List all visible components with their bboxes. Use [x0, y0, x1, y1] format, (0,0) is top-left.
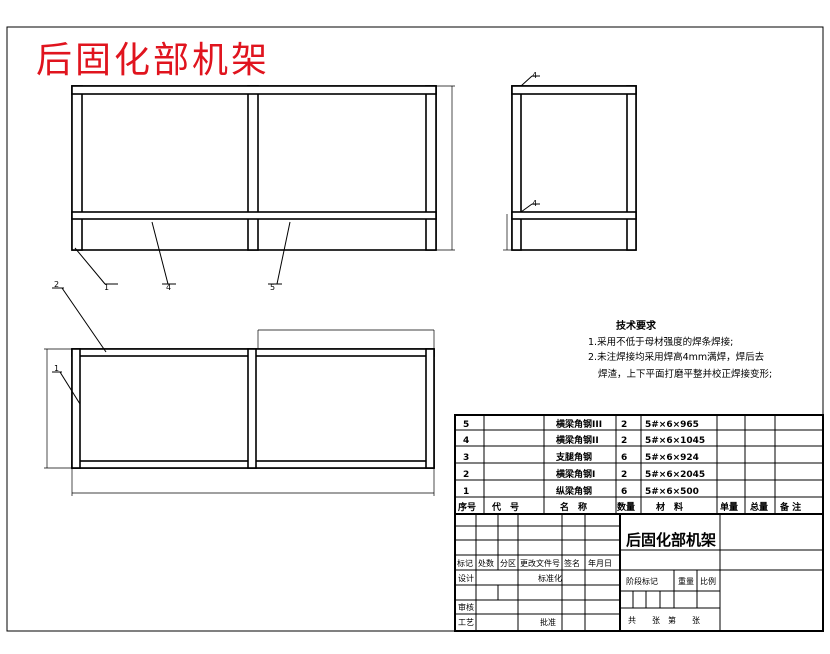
svg-text:6: 6: [621, 453, 627, 463]
svg-text:备 注: 备 注: [779, 501, 801, 513]
weld-symbol-top: 4: [532, 71, 537, 80]
drawing-title: 后固化部机架: [36, 40, 270, 81]
front-lower-beam: [71, 211, 437, 220]
top-side-right: [425, 348, 435, 469]
parts-header: 序号 代 号 名 称 数量 材 料 单量 总量 备 注: [458, 501, 801, 513]
leader-label-5: 5: [270, 283, 275, 292]
parts-row: 2 横梁角钢I 2 5#×6×2045: [463, 468, 705, 480]
svg-text:签名: 签名: [564, 558, 580, 568]
side-frame-outline: [511, 85, 637, 251]
svg-text:5#×6×924: 5#×6×924: [645, 453, 699, 463]
svg-text:横梁角钢II: 横梁角钢II: [556, 434, 599, 446]
svg-text:5#×6×2045: 5#×6×2045: [645, 470, 705, 480]
svg-text:序号: 序号: [458, 501, 476, 513]
front-view: 1 4 5: [71, 85, 455, 292]
leader-5: [276, 221, 291, 285]
svg-text:名 称: 名 称: [560, 501, 587, 513]
parts-row: 5 横梁角钢III 2 5#×6×965: [463, 418, 699, 430]
leader-1b: [59, 371, 81, 405]
leader-2: [61, 287, 107, 353]
parts-list: 5 横梁角钢III 2 5#×6×965 4 横梁角钢II 2 5#×6×104…: [454, 414, 824, 515]
svg-text:单量: 单量: [720, 501, 738, 513]
front-leg-middle: [247, 85, 259, 251]
scale-label: 比例: [700, 576, 716, 586]
leader-label-1: 1: [104, 283, 109, 292]
note-line-1: 1.采用不低于母材强度的焊条焊接;: [588, 336, 733, 348]
svg-text:支腿角钢: 支腿角钢: [555, 451, 592, 463]
svg-text:横梁角钢I: 横梁角钢I: [556, 468, 595, 480]
design-label: 设计: [458, 573, 474, 583]
standardize-label: 标准化: [538, 573, 562, 583]
technical-notes: 技术要求 1.采用不低于母材强度的焊条焊接; 2.未注焊接均采用焊高4mm满焊，…: [588, 319, 772, 380]
parts-row: 1 纵梁角钢 6 5#×6×500: [463, 485, 699, 497]
svg-text:横梁角钢III: 横梁角钢III: [556, 418, 602, 430]
svg-text:5: 5: [463, 420, 469, 430]
sheets-label: 共 张 第 张: [628, 615, 700, 625]
svg-text:2: 2: [621, 436, 627, 446]
svg-text:2: 2: [621, 470, 627, 480]
revision-labels: 标记 处数 分区 更改文件号 签名 年月日: [457, 558, 612, 568]
leader-4: [151, 221, 169, 285]
title-block: 后固化部机架 标记 处数 分区 更改文件号 签名 年月日 设计 标准化 阶段标记…: [454, 513, 824, 632]
svg-text:纵梁角钢: 纵梁角钢: [556, 485, 592, 497]
svg-text:更改文件号: 更改文件号: [520, 558, 560, 568]
review-label: 审核: [458, 602, 474, 612]
front-leg-right: [425, 85, 437, 251]
svg-text:年月日: 年月日: [588, 558, 612, 568]
weld-symbol-bottom: 4: [532, 199, 537, 208]
leader-label-2: 2: [54, 280, 59, 289]
leader-1: [74, 247, 106, 285]
parts-row: 3 支腿角钢 6 5#×6×924: [463, 451, 699, 463]
svg-text:材 料: 材 料: [655, 501, 683, 513]
side-lower-beam: [511, 211, 637, 220]
stage-mark-label: 阶段标记: [626, 576, 658, 586]
svg-text:标记: 标记: [457, 558, 473, 568]
svg-text:处数: 处数: [478, 558, 494, 568]
svg-text:6: 6: [621, 487, 627, 497]
svg-text:2: 2: [621, 420, 627, 430]
side-leg-right: [626, 85, 637, 251]
top-view: 2 1: [44, 280, 435, 496]
parts-row: 4 横梁角钢II 2 5#×6×1045: [463, 434, 705, 446]
svg-text:2: 2: [463, 470, 469, 480]
notes-heading: 技术要求: [616, 319, 657, 332]
leader-label-4: 4: [166, 283, 171, 292]
svg-text:1: 1: [463, 487, 469, 497]
svg-text:4: 4: [463, 436, 469, 446]
svg-text:3: 3: [463, 453, 469, 463]
weight-label: 重量: [678, 576, 694, 586]
side-top-beam: [511, 85, 637, 95]
svg-text:数量: 数量: [617, 501, 635, 513]
approve-label: 批准: [540, 617, 556, 627]
drawing-border: [6, 26, 824, 632]
process-label: 工艺: [458, 618, 474, 627]
side-leg-left: [511, 85, 522, 251]
svg-text:代 号: 代 号: [491, 501, 519, 513]
front-leg-left: [71, 85, 83, 251]
top-side-middle: [247, 348, 257, 469]
svg-text:5#×6×965: 5#×6×965: [645, 420, 699, 430]
title-block-drawing-name: 后固化部机架: [626, 531, 716, 549]
leader-label-1b: 1: [54, 364, 59, 373]
note-line-3: 焊渣，上下平面打磨平整并校正焊接变形;: [598, 368, 772, 380]
svg-text:5#×6×500: 5#×6×500: [645, 487, 699, 497]
svg-text:总量: 总量: [750, 501, 768, 513]
note-line-2: 2.未注焊接均采用焊高4mm满焊，焊后去: [588, 351, 765, 363]
svg-text:分区: 分区: [500, 559, 516, 568]
front-top-beam: [71, 85, 437, 95]
svg-text:5#×6×1045: 5#×6×1045: [645, 436, 705, 446]
top-side-left: [71, 348, 81, 469]
side-view: 4 4: [503, 71, 637, 251]
